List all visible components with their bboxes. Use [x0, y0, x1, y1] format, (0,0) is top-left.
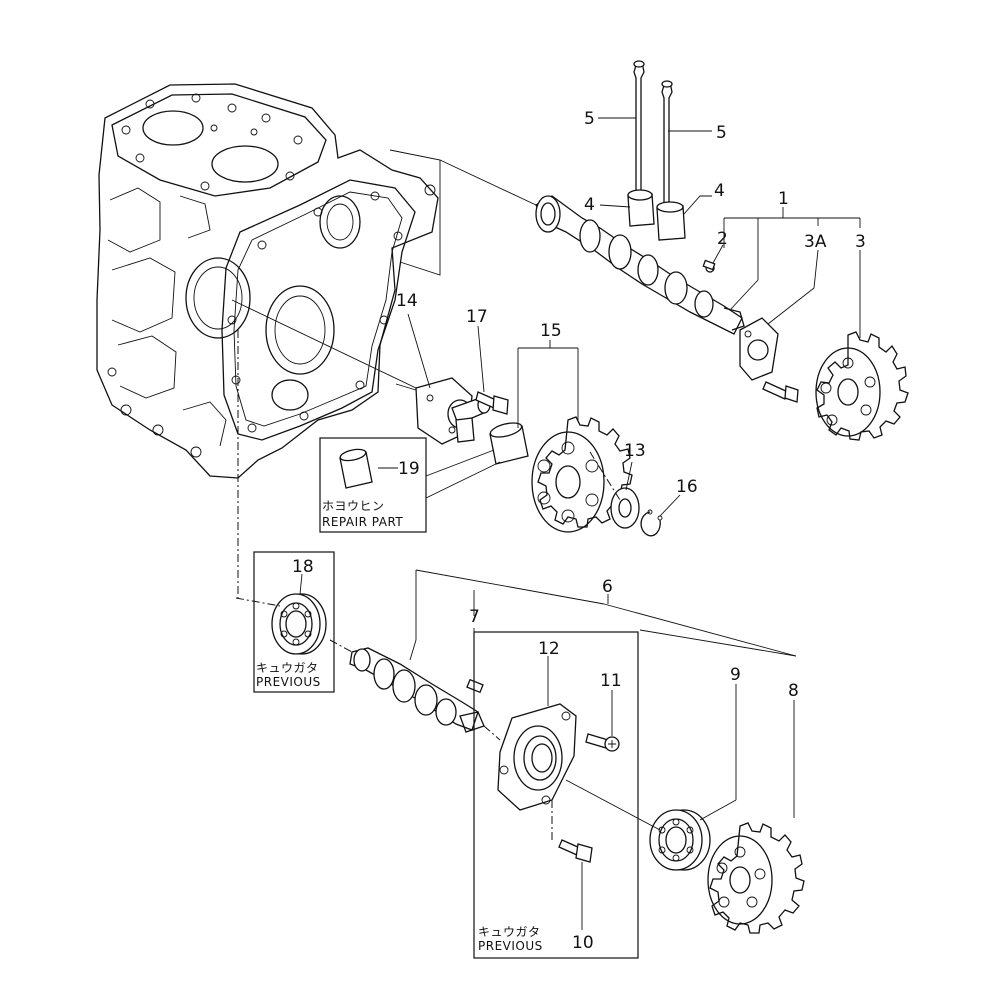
callout-13: 13 — [624, 441, 646, 461]
idler-gear — [531, 416, 633, 533]
callout-3a: 3A — [804, 232, 827, 252]
cam-key — [702, 259, 716, 271]
cam-gear — [815, 331, 909, 441]
retainer-bolt — [762, 381, 799, 403]
repair-part-label-jp: ホヨウヒン — [322, 499, 385, 513]
callout-18: 18 — [292, 557, 314, 577]
callout-4-left: 4 — [584, 195, 595, 215]
callout-11: 11 — [600, 671, 622, 691]
callout-10: 10 — [572, 933, 594, 953]
previous-label-jp-bottom: キュウガタ — [478, 925, 541, 939]
callout-12: 12 — [538, 639, 560, 659]
housing-screw — [585, 733, 620, 752]
repair-part-label-en: REPAIR PART — [322, 515, 403, 529]
push-rod-left — [633, 60, 645, 193]
circlip — [640, 509, 663, 537]
previous-label-en-bottom: PREVIOUS — [478, 939, 543, 953]
previous-label-jp-left: キュウガタ — [256, 661, 319, 675]
idler-bushing — [489, 422, 529, 465]
callout-14: 14 — [396, 291, 418, 311]
bearing-housing — [497, 703, 577, 811]
ball-bearing — [649, 809, 711, 871]
callout-16: 16 — [676, 477, 698, 497]
tappet-left — [627, 189, 655, 227]
callout-1: 1 — [778, 189, 789, 209]
previous-box-bottom: キュウガタ PREVIOUS — [473, 631, 639, 959]
callout-9: 9 — [730, 665, 741, 685]
callout-4-right: 4 — [714, 181, 725, 201]
thrust-washer — [610, 487, 640, 529]
fuel-camshaft — [349, 647, 485, 733]
callout-7: 7 — [469, 607, 480, 627]
idler-shaft — [415, 377, 491, 445]
callout-6: 6 — [602, 577, 613, 597]
camshaft — [535, 195, 745, 335]
callout-5-right: 5 — [716, 123, 727, 143]
callout-15: 15 — [540, 321, 562, 341]
ball-bearing-previous — [271, 593, 327, 655]
previous-box-left: キュウガタ PREVIOUS — [253, 551, 335, 693]
callout-19: 19 — [398, 459, 420, 479]
engine-block — [96, 83, 439, 479]
retainer-plate — [739, 317, 779, 381]
callout-2: 2 — [717, 229, 728, 249]
callout-8: 8 — [788, 681, 799, 701]
shaft-key — [466, 678, 484, 694]
callout-3: 3 — [855, 232, 866, 252]
repair-part-box: ホヨウヒン REPAIR PART — [319, 437, 427, 533]
callout-5-left: 5 — [584, 109, 595, 129]
housing-bolt — [558, 839, 593, 863]
idler-bolt — [475, 391, 509, 415]
callout-numbers: 1 2 3A 3 4 4 5 5 6 7 8 9 10 11 12 13 14 … — [292, 109, 866, 953]
callout-17: 17 — [466, 307, 488, 327]
push-rod-right — [661, 80, 673, 209]
tappet-right — [656, 201, 686, 241]
previous-label-en-left: PREVIOUS — [256, 675, 321, 689]
leader-lines — [299, 117, 861, 930]
injection-pump-gear — [707, 822, 805, 934]
